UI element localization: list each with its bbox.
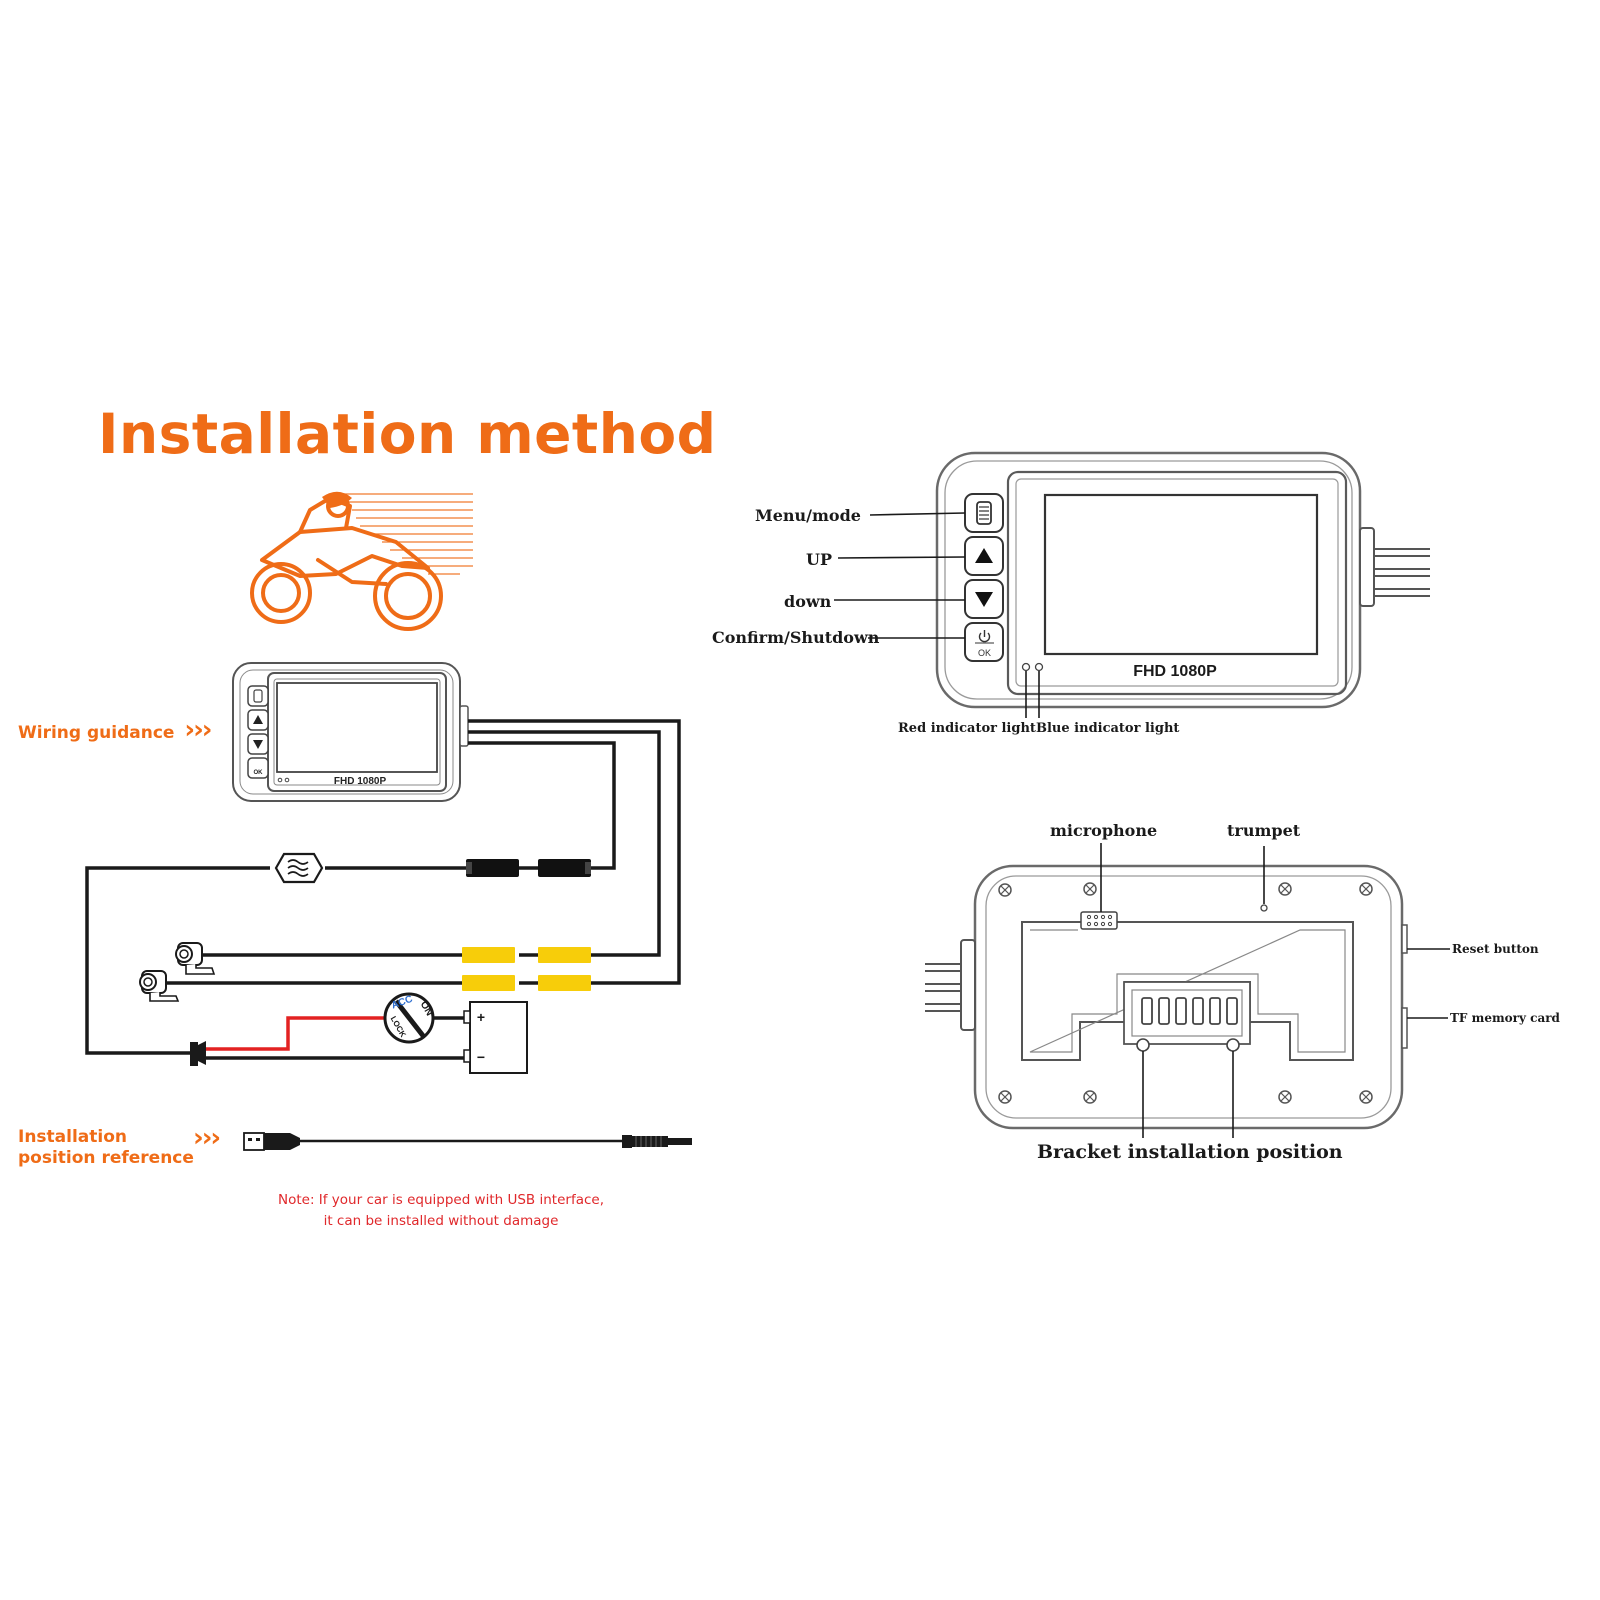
small-dashcam-device: OK FHD 1080P <box>232 662 469 802</box>
fuse-holder-icon <box>190 1041 206 1066</box>
yellow-connectors <box>462 947 591 991</box>
wiring-lines <box>85 719 681 1060</box>
callout-red-indicator: Red indicator light <box>898 721 1036 736</box>
speaker-hole-icon <box>1260 904 1268 912</box>
red-wire <box>206 1016 386 1051</box>
back-callout-lines <box>1100 843 1450 1138</box>
front-camera-icon <box>175 942 216 975</box>
front-view-device: FHD 1080P <box>935 451 1430 709</box>
installation-position-label: Installation position reference <box>18 1127 194 1169</box>
callout-trumpet: trumpet <box>1227 821 1301 840</box>
black-connector-pair <box>466 859 591 877</box>
callout-up: UP <box>806 550 832 569</box>
callout-reset-button: Reset button <box>1452 942 1539 956</box>
callout-confirm-shutdown: Confirm/Shutdown <box>712 628 880 647</box>
down-button <box>964 579 1004 619</box>
svg-text:OK: OK <box>254 770 264 776</box>
ok-label: OK <box>978 648 991 658</box>
callout-bracket-position: Bracket installation position <box>1037 1141 1343 1163</box>
down-arrow-icon <box>975 592 993 607</box>
small-menu-button <box>247 685 269 707</box>
back-view-device <box>925 864 1408 1130</box>
front-callout-lines <box>834 512 1040 718</box>
up-arrow-icon <box>975 548 993 563</box>
usb-note: Note: If your car is equipped with USB i… <box>276 1190 606 1232</box>
callout-blue-indicator: Blue indicator light <box>1036 721 1180 736</box>
power-filter-icon <box>274 852 324 884</box>
menu-mode-button <box>964 493 1004 533</box>
installation-label-line1: Installation <box>18 1127 128 1147</box>
microphone-icon <box>1080 911 1118 930</box>
callout-microphone: microphone <box>1050 821 1158 840</box>
motorcycle-rider-icon <box>250 491 473 631</box>
installation-label-line2: position reference <box>18 1148 194 1168</box>
usb-note-line2: it can be installed without damage <box>323 1213 559 1229</box>
small-ok-button: OK <box>247 757 269 779</box>
rear-camera-icon <box>139 970 180 1002</box>
installation-chevrons: ››› <box>193 1123 221 1153</box>
battery-icon: + − <box>463 1001 528 1074</box>
usb-note-line1: Note: If your car is equipped with USB i… <box>277 1192 604 1208</box>
battery-minus-label: − <box>477 1049 485 1065</box>
small-up-button <box>247 709 269 731</box>
battery-plus-label: + <box>477 1009 485 1025</box>
small-device-label: FHD 1080P <box>334 776 387 787</box>
callout-menu-mode: Menu/mode <box>755 506 861 525</box>
callout-down: down <box>784 592 832 611</box>
ignition-switch-icon: ACC ON LOCK <box>383 992 435 1044</box>
callout-tf-card: TF memory card <box>1450 1011 1560 1025</box>
up-button <box>964 536 1004 576</box>
small-down-button <box>247 733 269 755</box>
confirm-shutdown-button: OK <box>964 622 1004 662</box>
page-title: Installation method <box>98 402 717 466</box>
usb-cable-icon <box>243 1132 692 1151</box>
front-screen-label: FHD 1080P <box>1133 663 1217 680</box>
power-icon <box>978 630 991 643</box>
wiring-guidance-label: Wiring guidance ››› <box>18 717 213 744</box>
wiring-guidance-text: Wiring guidance <box>18 723 175 743</box>
wiring-chevrons: ››› <box>184 715 212 745</box>
